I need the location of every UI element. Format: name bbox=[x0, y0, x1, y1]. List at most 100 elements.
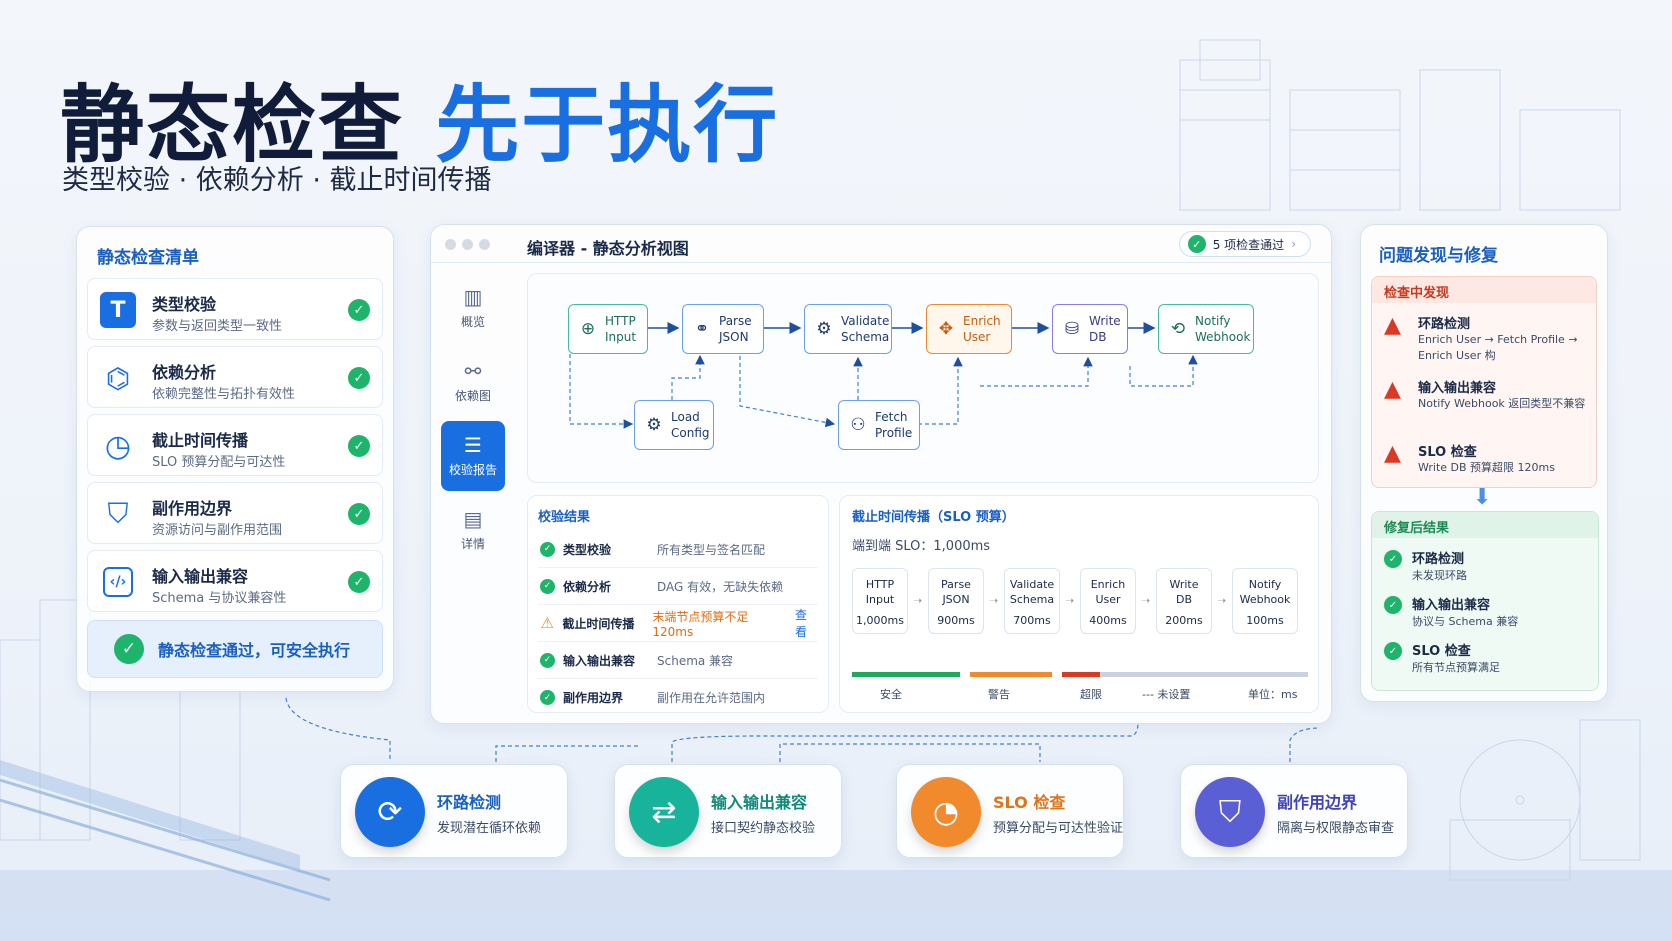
result-row-warning[interactable]: ⚠ 截止时间传播 末端节点预算不足 120ms 查看 bbox=[538, 605, 818, 642]
found-title: 检查中发现 bbox=[1372, 277, 1596, 303]
node-label: User bbox=[963, 330, 991, 344]
feature-desc: 隔离与权限静态审查 bbox=[1277, 821, 1395, 836]
legend-swatch-unset bbox=[1100, 672, 1308, 677]
check-circle-icon: ✓ bbox=[348, 367, 370, 389]
result-row[interactable]: ✓ 类型校验 所有类型与签名匹配 bbox=[538, 531, 818, 568]
window-side-nav: ▥ 概览 ⚯ 依赖图 ☰ 校验报告 ▤ 详情 bbox=[441, 273, 505, 569]
feature-card-cycle-detection[interactable]: ⟳ 环路检测 发现潜在循环依赖 bbox=[340, 764, 568, 858]
node-label: Config bbox=[671, 426, 710, 440]
stage-label: DB bbox=[1175, 593, 1193, 606]
fixed-title-text: 环路检测 bbox=[1412, 552, 1465, 567]
nav-item-details[interactable]: ▤ 详情 bbox=[441, 495, 505, 565]
result-row[interactable]: ✓ 依赖分析 DAG 有效，无缺失依赖 bbox=[538, 568, 818, 605]
feature-title: SLO 检查 bbox=[993, 793, 1066, 812]
stage-label: Write bbox=[1169, 578, 1199, 591]
legend-swatch-warn bbox=[970, 672, 1052, 677]
checklist-item-io[interactable]: ‹/› 输入输出兼容 Schema 与协议兼容性 ✓ bbox=[87, 550, 383, 612]
shield-icon: ⛉ bbox=[1195, 777, 1265, 847]
title-blue-part: 先于执行 bbox=[435, 76, 780, 174]
check-circle-icon: ✓ bbox=[348, 299, 370, 321]
static-checklist-panel: 静态检查清单 T 类型校验 参数与返回类型一致性 ✓ ⌬ 依赖分析 依赖完整性与… bbox=[76, 226, 394, 692]
checklist-item-side-effect[interactable]: ⛉ 副作用边界 资源访问与副作用范围 ✓ bbox=[87, 482, 383, 544]
view-link[interactable]: 查看 bbox=[795, 608, 808, 639]
window-title: 编译器 - 静态分析视图 bbox=[527, 239, 689, 258]
stage-label: Webhook bbox=[1239, 593, 1291, 606]
legend-over: 超限 bbox=[1080, 688, 1102, 701]
result-name: 类型校验 bbox=[563, 542, 612, 557]
checklist-item-title: 依赖分析 bbox=[152, 363, 217, 382]
checklist-item-deadline[interactable]: ◷ 截止时间传播 SLO 预算分配与可达性 ✓ bbox=[87, 414, 383, 476]
stage-label: Input bbox=[865, 593, 895, 606]
arrow-right-icon: ➝ bbox=[1217, 594, 1227, 607]
stage-label: JSON bbox=[942, 593, 970, 606]
checklist-item-dependency[interactable]: ⌬ 依赖分析 依赖完整性与拓扑有效性 ✓ bbox=[87, 346, 383, 408]
clock-icon: ◷ bbox=[104, 428, 132, 464]
fixed-desc: 未发现环路 bbox=[1412, 569, 1467, 582]
check-circle-icon: ✓ bbox=[1384, 642, 1402, 660]
stage-label: Schema bbox=[1009, 593, 1055, 606]
nav-item-dependency-graph[interactable]: ⚯ 依赖图 bbox=[441, 347, 505, 417]
result-desc: 副作用在允许范围内 bbox=[657, 691, 766, 705]
nav-item-report[interactable]: ☰ 校验报告 bbox=[441, 421, 505, 491]
result-name: 依赖分析 bbox=[563, 579, 612, 594]
stage-label: Parse bbox=[941, 578, 971, 591]
pass-banner: ✓ 静态检查通过，可安全执行 bbox=[87, 620, 383, 678]
checklist-item-title: 副作用边界 bbox=[152, 499, 233, 518]
feature-card-side-effect[interactable]: ⛉ 副作用边界 隔离与权限静态审查 bbox=[1180, 764, 1408, 858]
swap-icon: ⇄ bbox=[629, 777, 699, 847]
node-label: Notify bbox=[1195, 314, 1231, 328]
feature-card-io-compat[interactable]: ⇄ 输入输出兼容 接口契约静态校验 bbox=[614, 764, 842, 858]
result-row[interactable]: ✓ 副作用边界 副作用在允许范围内 bbox=[538, 679, 818, 716]
feature-title: 副作用边界 bbox=[1277, 793, 1358, 812]
warning-icon: ⚠ bbox=[540, 614, 554, 632]
legend-swatch-over bbox=[1062, 672, 1100, 677]
compiler-window: 编译器 - 静态分析视图 ✓ 5 项检查通过 › ▥ 概览 ⚯ 依赖图 ☰ 校验… bbox=[430, 224, 1332, 724]
result-row[interactable]: ✓ 输入输出兼容 Schema 兼容 bbox=[538, 642, 818, 679]
checks-passed-pill[interactable]: ✓ 5 项检查通过 › bbox=[1178, 231, 1311, 257]
slo-title: 截止时间传播（SLO 预算） bbox=[852, 510, 1015, 525]
node-label: DB bbox=[1089, 330, 1107, 344]
node-label: Load bbox=[671, 410, 700, 424]
stage-budget: 700ms bbox=[1013, 614, 1051, 627]
nav-item-overview[interactable]: ▥ 概览 bbox=[441, 273, 505, 343]
slo-legend-bar bbox=[852, 672, 1308, 677]
check-circle-icon: ✓ bbox=[1384, 596, 1402, 614]
parse-icon: ⚭ bbox=[694, 319, 710, 339]
result-desc: DAG 有效，无缺失依赖 bbox=[657, 579, 784, 594]
checklist-item-type[interactable]: T 类型校验 参数与返回类型一致性 ✓ bbox=[87, 278, 383, 340]
checklist-item-title: 输入输出兼容 bbox=[152, 567, 249, 586]
nav-label: 校验报告 bbox=[448, 462, 497, 477]
window-controls[interactable] bbox=[445, 239, 490, 250]
node-label: Webhook bbox=[1195, 330, 1251, 344]
stage-budget: 100ms bbox=[1246, 614, 1284, 627]
page-subtitle: 类型校验 · 依赖分析 · 截止时间传播 bbox=[62, 165, 492, 196]
type-icon: T bbox=[100, 292, 136, 328]
feature-title: 环路检测 bbox=[437, 793, 502, 812]
check-circle-icon: ✓ bbox=[1384, 550, 1402, 568]
legend-unit: 单位：ms bbox=[1248, 688, 1298, 701]
arrow-right-icon: ➝ bbox=[989, 594, 999, 607]
check-circle-icon: ✓ bbox=[540, 690, 555, 705]
feature-card-slo-check[interactable]: ◔ SLO 检查 预算分配与可达性验证 bbox=[896, 764, 1124, 858]
issues-found-section: 检查中发现 ▲ 环路检测 Enrich User → Fetch Profile… bbox=[1371, 276, 1597, 488]
checklist-item-desc: 参数与返回类型一致性 bbox=[152, 319, 283, 334]
legend-safe: 安全 bbox=[880, 688, 902, 701]
node-label: HTTP bbox=[605, 314, 636, 328]
checklist-item-desc: 依赖完整性与拓扑有效性 bbox=[152, 387, 296, 402]
